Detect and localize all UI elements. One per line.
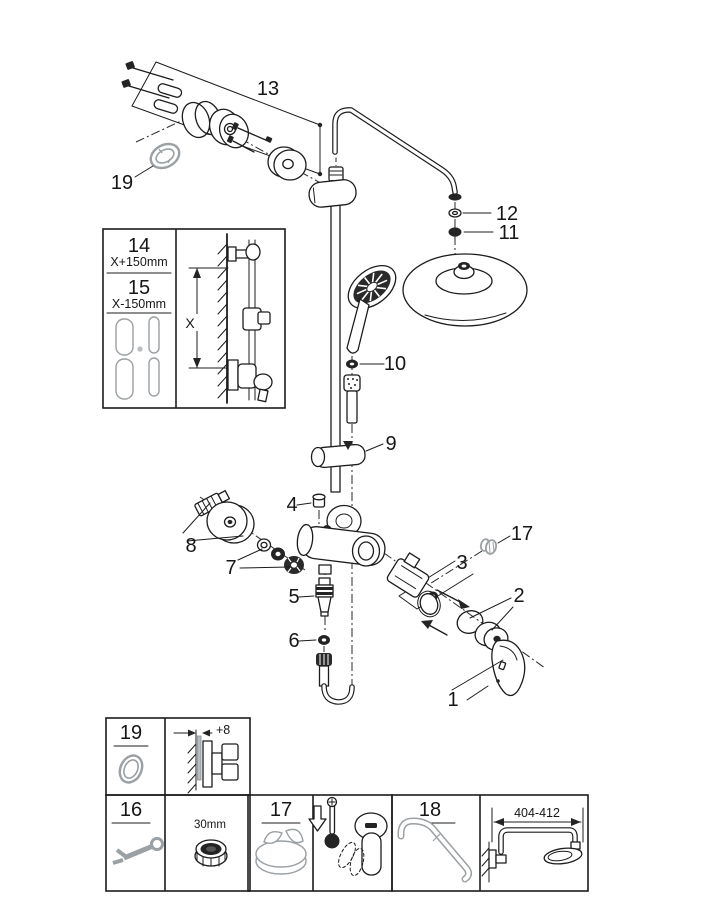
rail-tee-connector bbox=[308, 166, 357, 208]
wrench-icon bbox=[112, 837, 164, 865]
callout-6: 6 bbox=[288, 630, 299, 652]
callout-12: 12 bbox=[496, 203, 518, 225]
callout-7: 7 bbox=[225, 557, 236, 579]
valve-body-assembly: 4 5 6 bbox=[286, 493, 386, 705]
union-group-8: 8 bbox=[182, 490, 255, 557]
callout-5: 5 bbox=[288, 586, 299, 608]
shower-rail bbox=[308, 166, 357, 493]
callout-bracket-8 bbox=[182, 502, 244, 542]
box19-number: 19 bbox=[120, 722, 142, 744]
callout-bracket-7 bbox=[237, 548, 290, 569]
callout-17: 17 bbox=[511, 523, 533, 545]
callout-9: 9 bbox=[385, 433, 396, 455]
washer-6 bbox=[318, 635, 330, 645]
spacer-ring-part-19 bbox=[149, 142, 181, 170]
arm-pipe-icon bbox=[397, 817, 473, 883]
spacer-ring-icon bbox=[118, 754, 144, 784]
washer-12 bbox=[448, 208, 462, 218]
washer-10 bbox=[346, 359, 358, 369]
rail-glide-holder: 9 bbox=[310, 433, 397, 469]
lever-handle-group-1: 1 bbox=[447, 639, 526, 711]
detail-box-spacer-19: 19 +8 bbox=[105, 717, 251, 796]
box18-number: 18 bbox=[419, 799, 441, 821]
callout-2: 2 bbox=[513, 585, 524, 607]
cartridge bbox=[386, 552, 430, 598]
nut-size-label: 30mm bbox=[194, 819, 226, 831]
callout-10: 10 bbox=[384, 353, 406, 375]
leader-19 bbox=[134, 165, 154, 178]
box18-dim: 404-412 bbox=[514, 806, 560, 820]
hose-cone-nut bbox=[343, 374, 361, 424]
leader-9 bbox=[365, 443, 384, 452]
diverter-part-icon bbox=[255, 828, 307, 875]
leader-6 bbox=[298, 639, 317, 642]
inset-part-15: 15 bbox=[128, 277, 150, 299]
hand-shower: 10 bbox=[343, 265, 406, 424]
inset-axis-label: X bbox=[185, 315, 195, 331]
callout-13: 13 bbox=[257, 78, 279, 100]
mounted-rail-drawing bbox=[227, 239, 273, 403]
cartridge-group-3: 3 bbox=[386, 552, 474, 636]
callout-1: 1 bbox=[447, 689, 458, 711]
cold-thermometer-icon bbox=[308, 796, 340, 849]
mount-bracket-parts bbox=[181, 100, 307, 181]
callout-8: 8 bbox=[185, 535, 196, 557]
detail-box-arm-18: 18 404-412 bbox=[391, 794, 589, 892]
arm-dimension-drawing: 404-412 bbox=[481, 806, 584, 883]
screws-icon bbox=[121, 61, 183, 114]
screw-4 bbox=[312, 493, 326, 508]
lever-turn-icon bbox=[338, 812, 388, 877]
washer-11 bbox=[448, 227, 462, 237]
spacer-install-drawing: +8 bbox=[173, 723, 239, 794]
rail-tube-icons bbox=[115, 316, 160, 400]
inset-dim-15: X-150mm bbox=[112, 297, 166, 311]
inset-rail-box: 14 X+150mm 15 X-150mm bbox=[102, 228, 286, 409]
callout-4: 4 bbox=[286, 494, 297, 516]
box19-dim: +8 bbox=[216, 723, 230, 737]
arm-outlet-tip bbox=[448, 193, 462, 201]
assembly-arrow bbox=[426, 623, 448, 636]
check-valve-5 bbox=[315, 577, 334, 617]
box17-number: 17 bbox=[270, 799, 292, 821]
callout-11: 11 bbox=[499, 222, 520, 244]
inset-part-14: 14 bbox=[128, 235, 150, 257]
detail-box-wrench-16: 16 30mm bbox=[105, 794, 251, 892]
inset-dim-14: X+150mm bbox=[110, 255, 167, 269]
hose-connection bbox=[316, 653, 355, 705]
seal-group-7: 7 bbox=[225, 538, 304, 579]
wall-mount-fixing-set: 13 19 bbox=[111, 61, 323, 194]
nut-30mm: 30mm bbox=[194, 819, 228, 867]
hand-shower-handle bbox=[346, 298, 370, 354]
callout-3: 3 bbox=[456, 552, 467, 574]
shower-arm: 12 11 bbox=[332, 107, 520, 244]
plug-17: 17 bbox=[479, 523, 533, 555]
head-shower bbox=[402, 253, 528, 327]
leader-4 bbox=[296, 502, 312, 506]
callout-bracket-1 bbox=[451, 659, 504, 701]
leader-5 bbox=[298, 595, 315, 598]
callout-19: 19 bbox=[111, 172, 133, 194]
leader-17 bbox=[497, 535, 511, 544]
callout-bracket-2 bbox=[469, 597, 514, 631]
detail-box-diverter-17: 17 bbox=[247, 794, 393, 892]
x-dimension: X bbox=[182, 267, 229, 369]
hand-shower-head bbox=[347, 265, 397, 309]
wall-hatching bbox=[217, 233, 228, 404]
box16-number: 16 bbox=[120, 799, 142, 821]
